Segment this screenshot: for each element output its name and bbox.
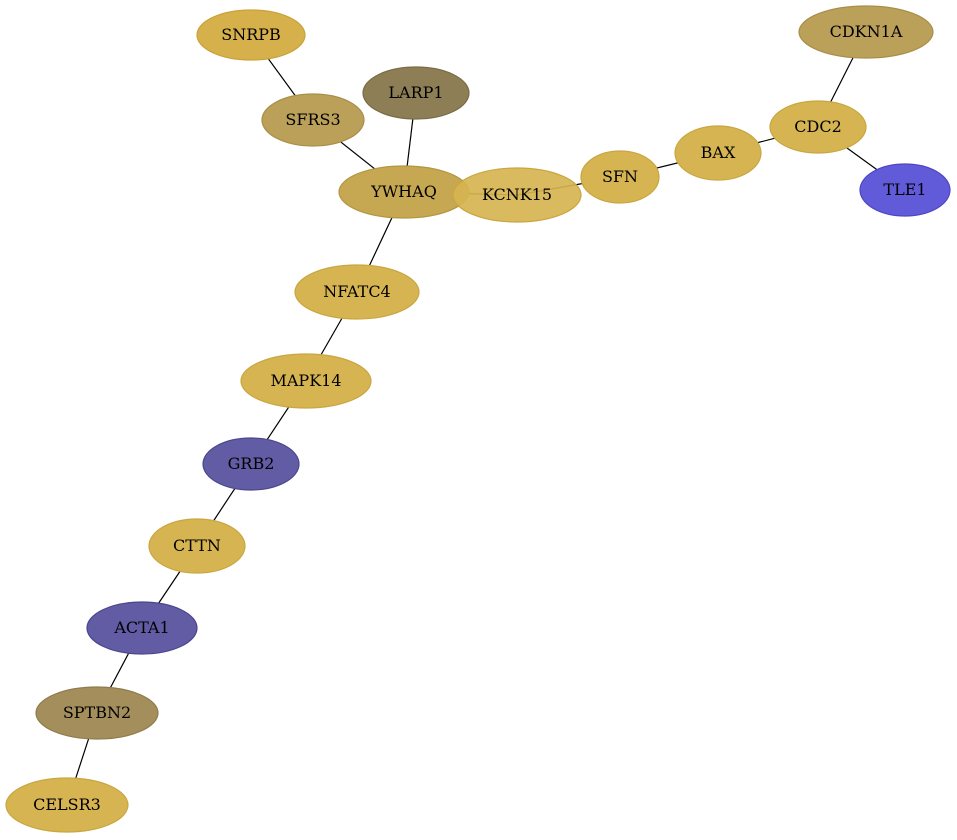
node-ellipse (580, 150, 660, 204)
node-ellipse (674, 125, 762, 181)
node-label: CTTN (173, 536, 221, 555)
node-label: LARP1 (388, 83, 443, 102)
node-sfrs3[interactable]: SFRS3 (261, 93, 365, 147)
node-ellipse (148, 518, 246, 574)
node-kcnk15[interactable]: KCNK15 (452, 167, 582, 223)
node-ywhaq[interactable]: YWHAQ (338, 165, 470, 219)
node-ellipse (362, 66, 470, 120)
node-label: CELSR3 (33, 795, 101, 814)
node-ellipse (294, 264, 420, 320)
node-label: YWHAQ (370, 182, 437, 201)
node-cdkn1a[interactable]: CDKN1A (798, 5, 934, 59)
node-cdc2[interactable]: CDC2 (769, 100, 867, 154)
node-tle1[interactable]: TLE1 (859, 163, 951, 217)
node-label: SFRS3 (285, 110, 340, 129)
node-cttn[interactable]: CTTN (148, 518, 246, 574)
node-bax[interactable]: BAX (674, 125, 762, 181)
node-label: NFATC4 (323, 282, 390, 301)
edge-layer (66, 31, 906, 806)
node-label: GRB2 (228, 454, 275, 473)
node-sptbn2[interactable]: SPTBN2 (35, 686, 159, 740)
node-ellipse (240, 353, 372, 409)
node-label: SFN (602, 167, 638, 186)
node-label: SNRPB (221, 25, 281, 44)
node-ellipse (261, 93, 365, 147)
node-mapk14[interactable]: MAPK14 (240, 353, 372, 409)
node-ellipse (35, 686, 159, 740)
node-ellipse (798, 5, 934, 59)
node-ellipse (769, 100, 867, 154)
node-celsr3[interactable]: CELSR3 (5, 777, 129, 833)
node-sfn[interactable]: SFN (580, 150, 660, 204)
node-ellipse (859, 163, 951, 217)
node-label: MAPK14 (270, 371, 341, 390)
node-nfatc4[interactable]: NFATC4 (294, 264, 420, 320)
node-ellipse (202, 437, 300, 491)
node-snrpb[interactable]: SNRPB (196, 9, 306, 61)
node-label: ACTA1 (113, 618, 169, 637)
node-label: KCNK15 (482, 185, 552, 204)
node-larp1[interactable]: LARP1 (362, 66, 470, 120)
node-acta1[interactable]: ACTA1 (86, 601, 198, 655)
node-label: CDC2 (794, 117, 842, 136)
node-label: SPTBN2 (63, 703, 131, 722)
node-label: BAX (701, 143, 736, 162)
node-ellipse (196, 9, 306, 61)
node-label: TLE1 (883, 180, 926, 199)
node-ellipse (86, 601, 198, 655)
node-ellipse (5, 777, 129, 833)
node-label: CDKN1A (830, 22, 903, 41)
node-ellipse (452, 167, 582, 223)
node-grb2[interactable]: GRB2 (202, 437, 300, 491)
